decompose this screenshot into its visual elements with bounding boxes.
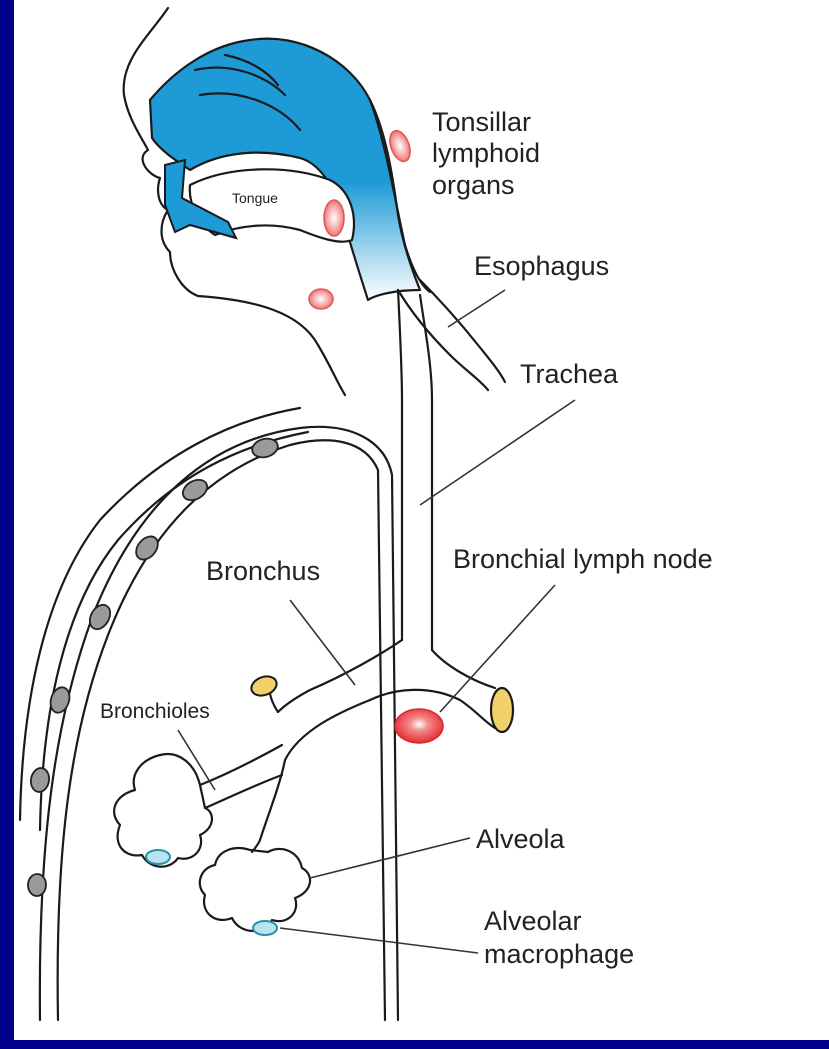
leader-alveola — [310, 838, 470, 878]
diagram-canvas: Tonsillar lymphoid organs Tongue Esophag… — [14, 0, 829, 1040]
label-bronchial-lymph-node: Bronchial lymph node — [453, 544, 713, 574]
label-alveolar-macrophage-line2: macrophage — [484, 939, 634, 969]
trachea-left-wall — [398, 290, 402, 640]
lymph-vessel-node — [29, 767, 51, 794]
leader-trachea — [420, 400, 575, 505]
alveolar-macrophage-cell-2 — [253, 921, 277, 935]
lymph-vessel-node — [28, 874, 47, 897]
lymph-vessel-node — [132, 532, 163, 563]
alveolar-cluster-2 — [200, 848, 310, 931]
bronchiole-left-branch-bottom — [205, 775, 282, 808]
tonsil-palatine — [324, 200, 344, 236]
tonsil-lingual — [309, 289, 333, 309]
label-tonsillar-line3: organs — [432, 170, 515, 200]
leader-esophagus — [448, 290, 505, 327]
bronchiole-cut-end — [249, 673, 280, 699]
right-bronchus-cut-end — [491, 688, 513, 732]
bronchus-upper-wall — [278, 640, 402, 712]
label-alveola: Alveola — [476, 824, 566, 854]
leader-alveolar-macrophage — [280, 928, 478, 953]
right-bronchus-upper — [432, 650, 495, 688]
alveolar-macrophage-cell-1 — [146, 850, 170, 864]
lung-outline-outer — [40, 427, 398, 1020]
label-tonsillar-line2: lymphoid — [432, 138, 540, 168]
label-bronchioles: Bronchioles — [100, 700, 210, 723]
label-tonsillar-line1: Tonsillar — [432, 107, 531, 137]
label-bronchus: Bronchus — [206, 556, 320, 586]
respiratory-lymphoid-diagram: Tonsillar lymphoid organs Tongue Esophag… — [14, 0, 829, 1040]
label-trachea: Trachea — [520, 359, 619, 389]
lung-outline-inner — [58, 440, 385, 1020]
leader-bronchus — [290, 600, 355, 685]
tonsil-pharyngeal — [386, 128, 414, 164]
label-tongue: Tongue — [232, 190, 278, 206]
trachea-right-wall — [420, 295, 432, 650]
label-esophagus: Esophagus — [474, 251, 609, 281]
bronchial-lymph-node — [395, 709, 443, 743]
label-alveolar-macrophage-line1: Alveolar — [484, 906, 582, 936]
bronchus-lower-wall — [260, 700, 370, 840]
